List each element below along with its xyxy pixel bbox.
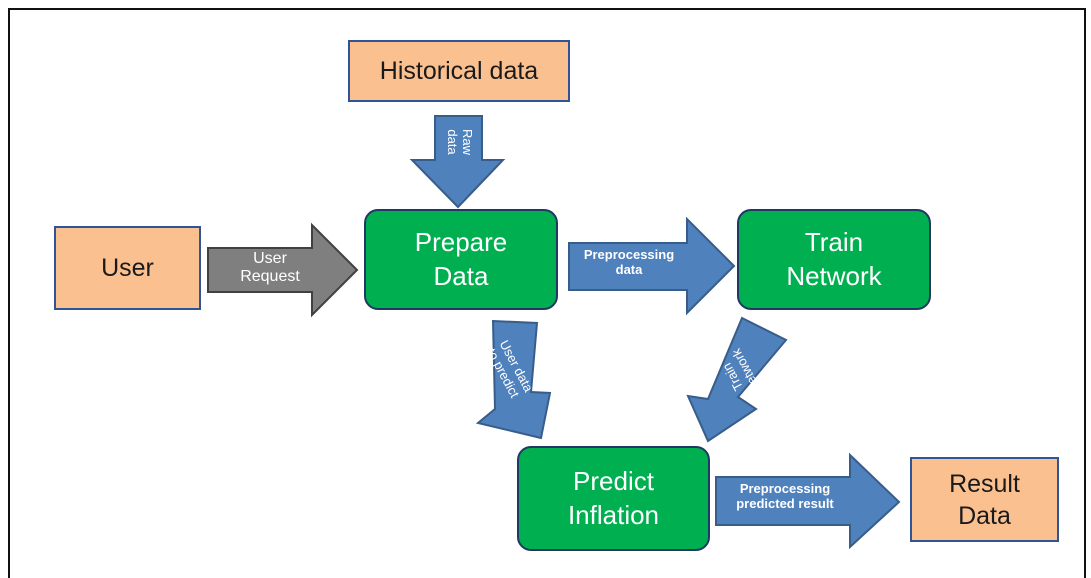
train-network-box: Train Network xyxy=(737,209,931,310)
train-network-label: Train Network xyxy=(786,227,882,291)
arrow-label-preprocessing-predicted: Preprocessing predicted result xyxy=(736,481,834,511)
arrow-preprocessing-predicted xyxy=(715,452,901,550)
historical-data-label: Historical data xyxy=(379,57,539,85)
predict-inflation-label: Predict Inflation xyxy=(567,466,660,530)
arrow-train-network xyxy=(686,316,788,443)
arrow-raw-data xyxy=(409,115,506,209)
arrow-preprocessing-data xyxy=(568,216,736,316)
result-data-label: Result Data xyxy=(949,469,1020,530)
prepare-data-label: Prepare Data xyxy=(414,227,508,291)
user-box: User xyxy=(54,226,201,310)
predict-inflation-box: Predict Inflation xyxy=(517,446,710,551)
arrow-user-request xyxy=(207,222,359,318)
diagram-frame xyxy=(8,8,1086,578)
result-data-box: Result Data xyxy=(910,457,1059,542)
arrow-label-user-request: User Request xyxy=(240,250,300,286)
prepare-data-box: Prepare Data xyxy=(364,209,558,310)
arrow-user-data-to-predict xyxy=(475,319,552,440)
arrow-label-preprocessing-data: Preprocessing data xyxy=(583,247,675,277)
historical-data-box: Historical data xyxy=(348,40,570,102)
user-label: User xyxy=(101,254,154,282)
arrow-label-raw-data: Raw data xyxy=(445,128,475,155)
